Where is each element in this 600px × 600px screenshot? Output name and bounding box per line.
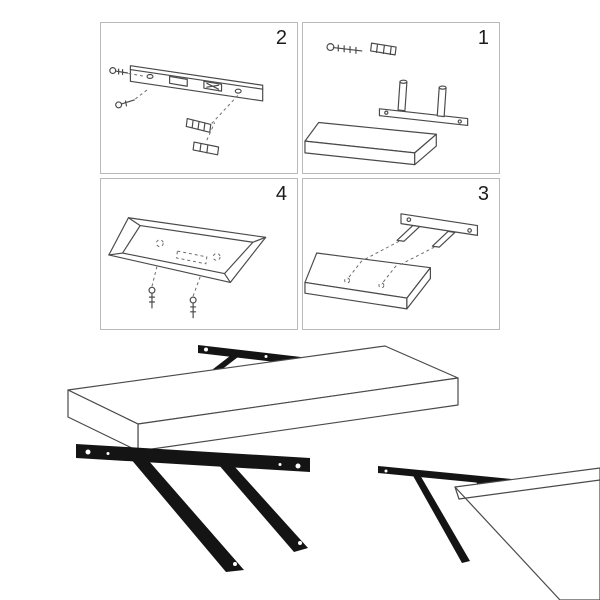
- step-panel-4: 4: [100, 178, 298, 330]
- wall-bracket-illustration-icon: [109, 65, 264, 156]
- bracket-and-shelf-corner-illustration: [378, 466, 600, 600]
- shelf-onto-bracket-illustration-icon: [304, 213, 479, 310]
- step-number: 4: [275, 183, 287, 205]
- step-number: 2: [275, 27, 287, 49]
- step-number: 3: [477, 183, 489, 205]
- step-panel-grid: 2: [100, 22, 500, 330]
- step-panel-2: 2: [100, 22, 298, 174]
- step-number: 1: [477, 27, 489, 49]
- hardware-parts-illustration-icon: [304, 42, 469, 166]
- bracket-detail-illustration: [76, 444, 310, 572]
- step-panel-1: 1: [302, 22, 500, 174]
- floating-shelf-main-illustration: [67, 345, 459, 452]
- step-panel-3: 3: [302, 178, 500, 330]
- shelf-underside-illustration-icon: [108, 217, 267, 319]
